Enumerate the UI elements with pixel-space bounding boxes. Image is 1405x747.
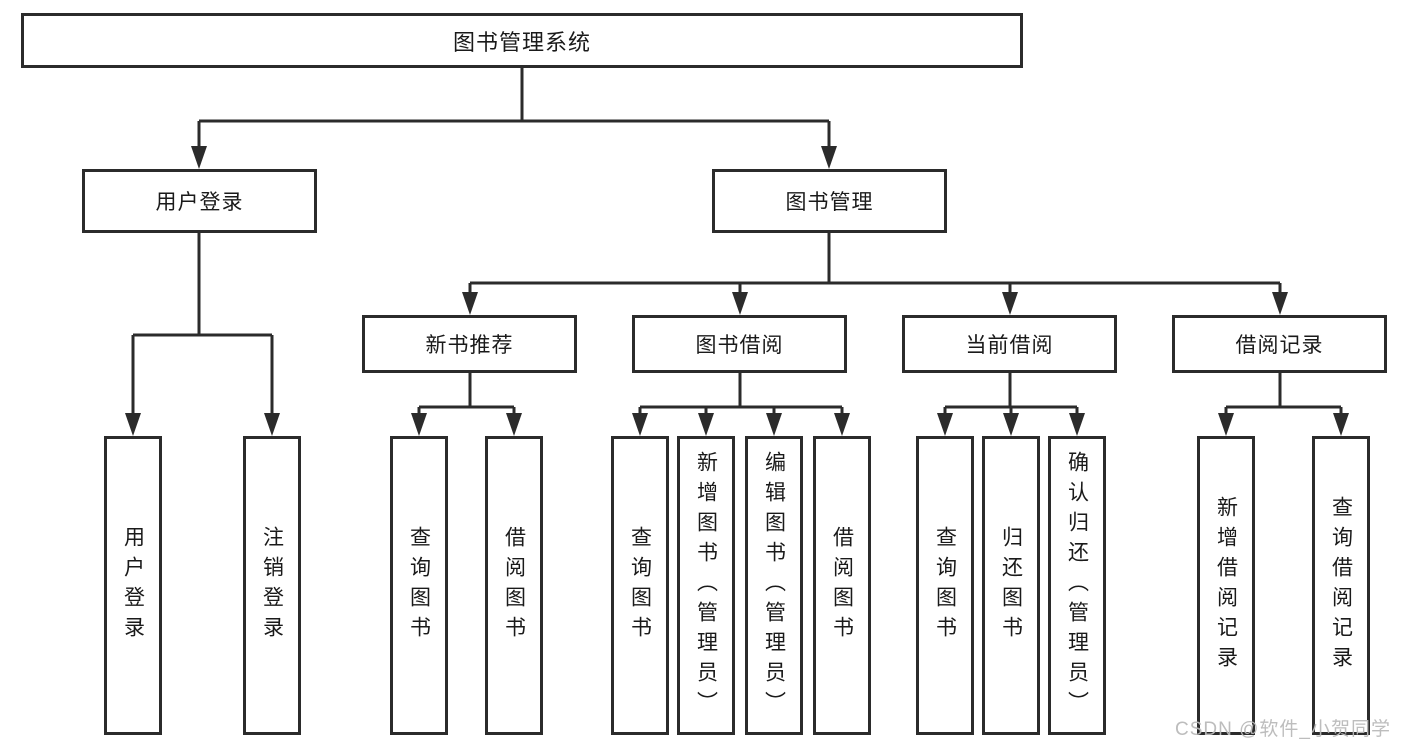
- leaf-confirm-return-admin: 确认归还（管理员）: [1048, 436, 1106, 735]
- leaf-query-books-recommend-label: 查询图书: [407, 525, 431, 646]
- node-borrow-records: 借阅记录: [1172, 315, 1387, 373]
- leaf-return-book-label: 归还图书: [999, 525, 1023, 646]
- leaf-query-books-borrow-label: 查询图书: [628, 525, 652, 646]
- watermark: CSDN @软件_小贺同学: [1175, 719, 1391, 740]
- node-library-system: 图书管理系统: [21, 13, 1023, 68]
- node-new-book-recommend: 新书推荐: [362, 315, 577, 373]
- leaf-query-books-recommend: 查询图书: [390, 436, 448, 735]
- node-current-borrow: 当前借阅: [902, 315, 1117, 373]
- leaf-user-login-label: 用户登录: [121, 525, 145, 646]
- node-book-borrow: 图书借阅: [632, 315, 847, 373]
- leaf-query-books-borrow: 查询图书: [611, 436, 669, 735]
- leaf-borrow-books-recommend-label: 借阅图书: [502, 525, 526, 646]
- leaf-borrow-books-label: 借阅图书: [830, 525, 854, 646]
- leaf-add-borrow-record-label: 新增借阅记录: [1214, 495, 1238, 676]
- leaf-edit-book-admin-label: 编辑图书（管理员）: [762, 450, 786, 721]
- arrowheads: [125, 146, 1349, 436]
- leaf-add-book-admin: 新增图书（管理员）: [677, 436, 735, 735]
- leaf-borrow-books-recommend: 借阅图书: [485, 436, 543, 735]
- leaf-query-borrow-record: 查询借阅记录: [1312, 436, 1370, 735]
- leaf-logout: 注销登录: [243, 436, 301, 735]
- node-user-login: 用户登录: [82, 169, 317, 233]
- leaf-add-book-admin-label: 新增图书（管理员）: [694, 450, 718, 721]
- leaf-logout-label: 注销登录: [260, 525, 284, 646]
- leaf-confirm-return-admin-label: 确认归还（管理员）: [1065, 450, 1089, 721]
- node-book-management: 图书管理: [712, 169, 947, 233]
- leaf-query-books-current: 查询图书: [916, 436, 974, 735]
- leaf-add-borrow-record: 新增借阅记录: [1197, 436, 1255, 735]
- leaf-query-books-current-label: 查询图书: [933, 525, 957, 646]
- leaf-borrow-books: 借阅图书: [813, 436, 871, 735]
- leaf-return-book: 归还图书: [982, 436, 1040, 735]
- leaf-user-login: 用户登录: [104, 436, 162, 735]
- leaf-query-borrow-record-label: 查询借阅记录: [1329, 495, 1353, 676]
- leaf-edit-book-admin: 编辑图书（管理员）: [745, 436, 803, 735]
